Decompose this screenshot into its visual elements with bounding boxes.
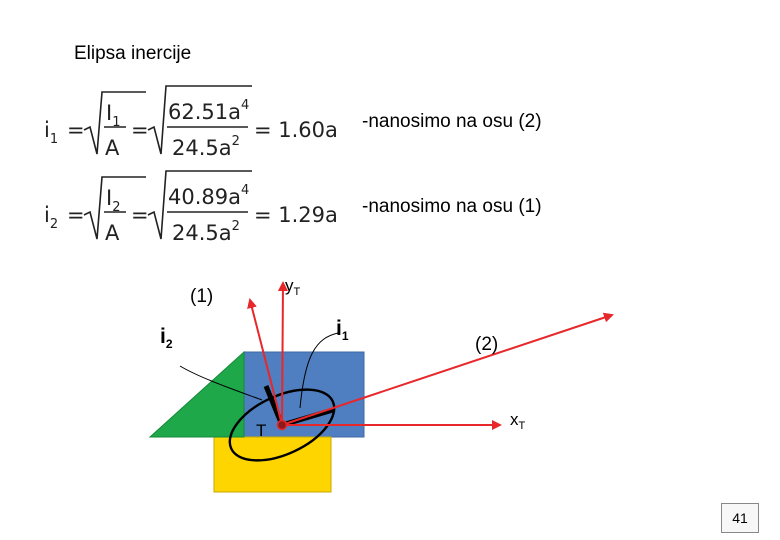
equals-sign: = <box>67 118 85 142</box>
axis-2-arrow <box>281 312 614 426</box>
sqrt-radical <box>83 91 146 155</box>
page-number: 41 <box>721 503 759 533</box>
formula-i1-frac2-den: 24.5a2 <box>172 134 240 160</box>
axis-yT-label: yT <box>285 276 301 298</box>
axis-1-label: (1) <box>190 286 213 307</box>
formula-i2-frac2-den: 24.5a2 <box>172 219 240 245</box>
formula-i1-result: = 1.60a <box>254 118 338 142</box>
sqrt-radical <box>83 176 146 240</box>
axis-1-arrow <box>277 281 288 426</box>
sqrt-radical <box>147 85 252 155</box>
leader-line-i2 <box>179 365 263 401</box>
cross-section-diagram: (1) yT i1 i2 (2) xT T <box>148 276 614 493</box>
yellow-rectangle <box>213 436 332 493</box>
formula-i1-frac1-den: A <box>105 136 120 160</box>
formula-i2-result: = 1.29a <box>254 203 338 227</box>
axis-xT-label: xT <box>510 410 526 432</box>
formula-i2-lhs: i2 <box>44 203 58 232</box>
green-triangle <box>148 350 245 438</box>
equals-sign: = <box>131 118 149 142</box>
formula-i2-frac2-num: 40.89a4 <box>168 183 249 209</box>
i1-label: i1 <box>336 317 349 343</box>
formula-i2-frac1-den: A <box>105 221 120 245</box>
page-title: Elipsa inercije <box>74 43 192 64</box>
formula-i2: i2 = I2 A = 40.89a4 24.5a2 = 1.29a <box>44 170 338 245</box>
i2-label: i2 <box>160 325 173 351</box>
formula-i1-frac2-num: 62.51a4 <box>168 98 249 124</box>
centroid-point <box>276 419 288 431</box>
leader-line-i1 <box>299 332 339 409</box>
formula-i1: i1 = I1 A = 62.51a4 24.5a2 = 1.60a <box>44 85 338 160</box>
formula-i1-lhs: i1 <box>44 118 58 147</box>
equals-sign: = <box>131 203 149 227</box>
equals-sign: = <box>67 203 85 227</box>
axis-yT-arrow <box>247 298 283 426</box>
note-axis-2: -nanosimo na osu (2) <box>362 111 542 132</box>
centroid-label: T <box>256 421 266 440</box>
formula-i1-frac1-num: I1 <box>106 101 120 130</box>
formula-i2-frac1-num: I2 <box>106 186 120 215</box>
axis-2-label: (2) <box>475 334 498 355</box>
note-axis-1: -nanosimo na osu (1) <box>362 196 542 217</box>
sqrt-radical <box>147 170 252 240</box>
